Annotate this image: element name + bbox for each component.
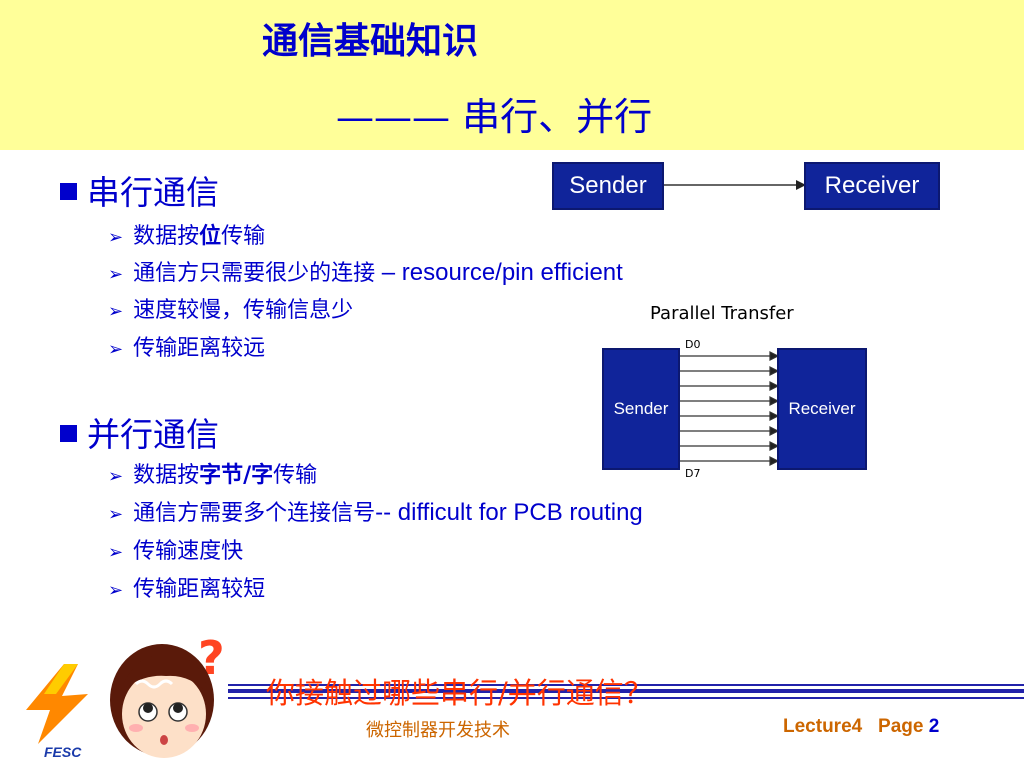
arrow-bullet-icon: ➢ bbox=[108, 264, 124, 285]
cartoon-girl-icon: ? bbox=[110, 631, 225, 758]
arrow-bullet-icon: ➢ bbox=[108, 339, 124, 360]
list-item: ➢通信方只需要很少的连接 – resource/pin efficient bbox=[108, 259, 623, 286]
list-item: ➢传输速度快 bbox=[108, 539, 244, 564]
serial-receiver-box: Receiver bbox=[804, 162, 940, 210]
list-item: ➢传输距离较远 bbox=[108, 336, 266, 361]
square-bullet-icon bbox=[60, 183, 77, 200]
discussion-question: 你接触过哪些串行/并行通信？ bbox=[266, 676, 653, 710]
list-item: ➢传输距离较短 bbox=[108, 577, 266, 602]
page-info: Lecture4 Page 2 bbox=[783, 716, 940, 737]
course-name: 微控制器开发技术 bbox=[366, 720, 510, 741]
arrow-bullet-icon: ➢ bbox=[108, 227, 124, 248]
section-serial: 串行通信 bbox=[60, 166, 219, 214]
list-item: ➢数据按位传输 bbox=[108, 223, 266, 249]
fesc-logo-icon bbox=[26, 664, 88, 744]
section-parallel: 并行通信 bbox=[60, 408, 219, 456]
logo-text: FESC bbox=[44, 744, 82, 760]
arrow-bullet-icon: ➢ bbox=[108, 301, 124, 322]
parallel-data-lines bbox=[680, 351, 778, 466]
serial-arrow bbox=[664, 180, 806, 190]
label-d7: D7 bbox=[685, 467, 701, 480]
list-item: ➢速度较慢，传输信息少 bbox=[108, 298, 354, 323]
footer-divider bbox=[228, 684, 1024, 686]
footer-divider bbox=[228, 689, 1024, 693]
serial-sender-box: Sender bbox=[552, 162, 664, 210]
arrow-bullet-icon: ➢ bbox=[108, 580, 124, 601]
square-bullet-icon bbox=[60, 425, 77, 442]
section-heading: 串行通信 bbox=[87, 173, 219, 212]
section-heading: 并行通信 bbox=[87, 415, 219, 454]
parallel-receiver-box: Receiver bbox=[777, 348, 867, 470]
parallel-sender-box: Sender bbox=[602, 348, 680, 470]
list-item: ➢通信方需要多个连接信号-- difficult for PCB routing bbox=[108, 499, 643, 526]
parallel-diagram-title: Parallel Transfer bbox=[650, 303, 794, 324]
arrow-bullet-icon: ➢ bbox=[108, 504, 124, 525]
list-item: ➢数据按字节/字传输 bbox=[108, 462, 318, 488]
footer-divider bbox=[228, 697, 1024, 699]
slide-title: 通信基础知识 bbox=[262, 21, 479, 62]
arrow-bullet-icon: ➢ bbox=[108, 466, 124, 487]
title-banner: 通信基础知识 ——— 串行、并行 bbox=[0, 0, 1024, 150]
arrow-bullet-icon: ➢ bbox=[108, 542, 124, 563]
slide-subtitle: ——— 串行、并行 bbox=[336, 95, 653, 139]
label-d0: D0 bbox=[685, 338, 701, 351]
